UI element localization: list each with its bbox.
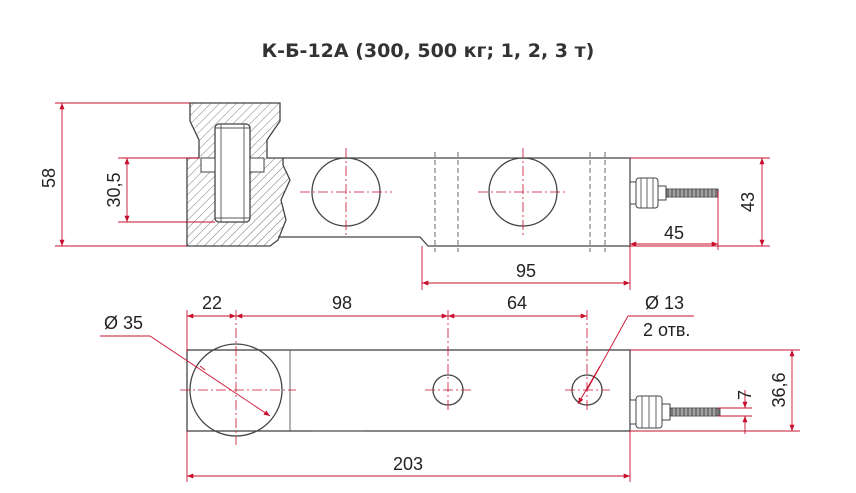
dim-45-label: 45 [664, 223, 684, 243]
side-view: 58 30,5 43 45 95 [39, 102, 770, 290]
dim-36-6-label: 36,6 [769, 372, 789, 407]
dim-30-5-label: 30,5 [104, 172, 124, 207]
dim-holes-count-label: 2 отв. [643, 320, 690, 340]
cable-connector-side [629, 177, 719, 209]
dim-64-label: 64 [507, 293, 527, 313]
dim-35-label: Ø 35 [104, 313, 143, 333]
cable-connector-plan [629, 395, 721, 429]
dim-hole-label: Ø 13 [645, 293, 684, 313]
plan-view: 22 98 64 Ø 13 2 отв. Ø 35 7 36,6 203 [100, 293, 800, 482]
dim-58-label: 58 [39, 168, 59, 188]
dim-43-label: 43 [738, 192, 758, 212]
beam-body [278, 157, 631, 247]
dim-7-label: 7 [735, 390, 755, 400]
dim-203-label: 203 [393, 454, 423, 474]
beam-plan-outline [186, 349, 631, 432]
drawing-title: К-Б-12А (300, 500 кг; 1, 2, 3 т) [261, 40, 595, 62]
dim-95-label: 95 [516, 261, 536, 281]
bolt [214, 123, 251, 223]
dim-22-label: 22 [202, 293, 222, 313]
dim-98-label: 98 [332, 293, 352, 313]
